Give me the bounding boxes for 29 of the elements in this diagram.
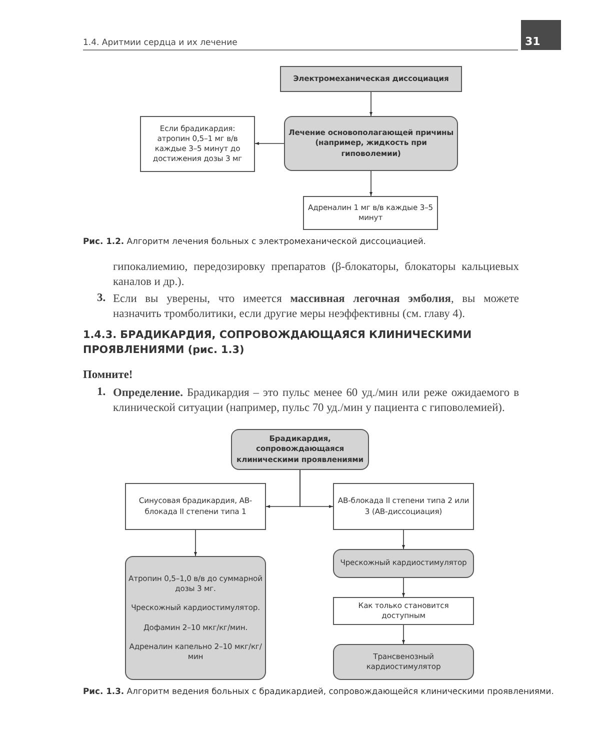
arrow xyxy=(194,530,197,556)
body-text: гипокалиемию, передозировку препаратов (β-блокаторы, блокаторы кальциевых каналов и др.). xyxy=(113,260,519,290)
running-header: 1.4. Аритмии сердца и их лечение xyxy=(83,38,238,48)
process-box xyxy=(125,483,266,530)
process-box xyxy=(333,597,474,625)
arrow xyxy=(370,92,372,116)
figure-caption: Рис. 1.2. Алгоритм лечения больных с электромеханической диссоциацией. xyxy=(83,236,427,246)
section-heading: 1.4.3. БРАДИКАРДИЯ, СОПРОВОЖДАЮЩАЯСЯ КЛИНИЧЕСКИМИ ПРОЯВЛЕНИЯМИ (рис. 1.3) xyxy=(83,328,473,358)
arrow xyxy=(402,578,405,598)
rounded-process-box xyxy=(333,644,474,680)
rounded-process-box xyxy=(284,116,458,171)
process-box xyxy=(303,196,438,230)
arrow xyxy=(254,142,284,145)
rounded-process-box xyxy=(333,549,474,578)
arrow xyxy=(370,170,372,196)
page-number-tab: 31 xyxy=(521,20,561,50)
process-box xyxy=(333,483,474,530)
body-text: Если вы уверены, что имеется массивная легочная эмболия, вы можете назначить тромболитики, если другие меры неэффективны (см. главу 4). xyxy=(113,292,519,322)
list-number: 1. xyxy=(97,386,107,398)
note-heading: Помните! xyxy=(83,369,134,381)
process-box xyxy=(280,66,462,92)
arrow xyxy=(300,470,334,508)
rounded-process-box xyxy=(125,556,266,680)
arrow xyxy=(402,530,405,550)
body-text: Определение. Брадикардия – это пульс менее 60 уд./мин или реже ожидаемого в клинической ситуации (например, пульс 70 уд./мин у пациента с гиповолемией). xyxy=(113,386,519,416)
arrow xyxy=(402,624,405,644)
list-number: 3. xyxy=(97,292,107,304)
figure-caption: Рис. 1.3. Алгоритм ведения больных с брадикардией, сопровождающейся клиническими проявлениями. xyxy=(83,686,555,696)
process-box xyxy=(140,116,255,172)
